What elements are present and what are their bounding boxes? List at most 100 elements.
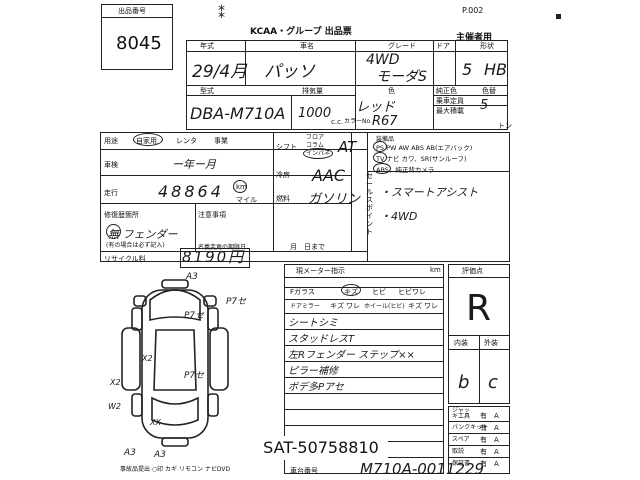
sales-point-1: ・スマートアシスト <box>380 186 479 199</box>
chassis-value: M710A-0011229 <box>360 460 485 478</box>
top-right-mark <box>556 14 561 19</box>
seating-value: 5 <box>480 98 489 113</box>
tool-opt-yes-4: 有 <box>480 448 487 456</box>
year-value: 29/4月 <box>192 62 248 82</box>
equipment-label: 装備品 <box>376 136 395 143</box>
glass-opt-crack2: ヒビワレ <box>398 288 426 296</box>
mirror-label: ドアミラー <box>290 303 320 310</box>
shift-opt-floor: フロア <box>306 134 325 141</box>
spare-label: スペア <box>452 436 470 443</box>
lot-label: 出品番号 <box>118 7 146 15</box>
shift-circle <box>303 148 333 159</box>
interior-value: b <box>458 372 470 393</box>
lot-number: 8045 <box>116 33 162 54</box>
grade-value-1: 4WD <box>366 52 400 68</box>
color-value: レッド <box>356 100 396 115</box>
repair-value: 無 フェンダー <box>108 228 178 241</box>
tool-opt-yes-1: 有 <box>480 412 487 420</box>
mark-p7se-1: P7セ <box>184 311 205 321</box>
glass-circle <box>341 284 361 296</box>
evaluation-box <box>448 264 510 404</box>
eval-label: 評価点 <box>462 267 483 275</box>
sat-code: SAT-50758810 <box>254 436 388 460</box>
tool-opt-a-3: A <box>494 436 499 444</box>
inspection-note-4: ピラー補修 <box>288 366 338 377</box>
tool-opt-a-2: A <box>494 424 499 432</box>
color-change-label: 色替 <box>482 87 496 95</box>
km-circle <box>233 180 247 193</box>
mark-p7se-3: P7セ <box>226 297 247 307</box>
model-label: 型式 <box>200 87 214 95</box>
equipment-circle-ps <box>373 141 387 152</box>
owner-label: 主催者用 <box>456 33 493 43</box>
cc-unit: c.c. <box>331 118 344 126</box>
mirror-opt-scratch: キズ <box>330 302 344 310</box>
grade-value-2: モーダS <box>376 69 427 85</box>
color-no-value: R67 <box>372 114 398 129</box>
tool-opt-a-5: A <box>494 460 499 468</box>
equipment-line-3: ABS、純正背カメラ <box>376 166 435 174</box>
inspection-note-1: シートシミ <box>288 318 338 329</box>
tool-opt-a-1: A <box>494 412 499 420</box>
mileage-value: 48864 <box>158 182 224 201</box>
inspection-note-5: ボデ多Pアセ <box>288 382 344 393</box>
doors-value: 5 <box>462 60 473 79</box>
notes-label: 注意事項 <box>198 211 226 219</box>
ac-value: AAC <box>312 166 346 185</box>
ac-label: 冷房 <box>276 171 290 179</box>
main-grid <box>186 40 508 130</box>
mark-w2: W2 <box>108 402 121 411</box>
mark-x2-2: X2 <box>142 354 153 363</box>
original-color-label: 純正色 <box>436 87 457 95</box>
mileage-label: 走行 <box>104 189 118 197</box>
mark-a3-1: A3 <box>186 272 198 282</box>
jack-label: ジャッキ工具 <box>452 407 471 420</box>
warranty-label: 保証書 <box>452 460 471 467</box>
repair-label: 修復歴箇所 <box>104 211 139 219</box>
grade-label: グレード <box>388 42 416 50</box>
wheel-label: ホイール(ヒビ) <box>364 303 405 310</box>
color-no-label: カラーNo. <box>344 118 372 125</box>
header-title: KCAA・グループ 出品票 <box>250 27 352 37</box>
recycle-label: リサイクル料 <box>104 255 146 263</box>
mark-a3-3: A3 <box>154 450 166 460</box>
meter-label: 現メーター指示 <box>296 267 345 275</box>
name-value: パッソ <box>264 62 315 82</box>
tool-opt-yes-2: 有 <box>480 424 487 432</box>
puncture-label: パンクキット <box>452 424 489 431</box>
equipment-circle-abs <box>373 163 391 174</box>
name-label: 車名 <box>300 42 314 50</box>
equipment-line-2: TV ナビ カワ、SR(サンルーフ) <box>376 155 467 163</box>
tool-opt-yes-5: 有 <box>480 460 487 468</box>
eval-score: R <box>466 288 492 329</box>
equipment-circle-tv <box>373 152 387 163</box>
wheel-opt-crack: ワレ <box>424 302 438 310</box>
shape-label: 形状 <box>480 42 494 50</box>
recycle-box <box>180 248 250 268</box>
usage-opt-business: 事業 <box>214 137 228 145</box>
recycle-value: 8190円 <box>182 248 246 266</box>
usage-label: 用途 <box>104 137 118 145</box>
model-value: DBA-M710A <box>190 104 286 123</box>
displacement-value: 1000 <box>298 106 332 121</box>
mile-label: マイル <box>236 196 257 204</box>
doors-label: ドア <box>436 42 450 50</box>
wheel-opt-scratch: キズ <box>408 302 422 310</box>
glass-opt-crack: ヒビ <box>372 288 386 296</box>
meter-km-unit: km <box>430 266 441 274</box>
equipment-line-1: PS PW AW ABS AB(エアバック) <box>376 144 473 152</box>
check-label: 車検 <box>104 161 118 169</box>
year-label: 年式 <box>200 42 214 50</box>
inspection-note-2: スタッドレスT <box>288 334 355 345</box>
fuel-value: ガソリン <box>308 192 361 207</box>
chassis-label: 車台番号 <box>290 467 318 475</box>
sales-point-2: ・4WD <box>380 210 418 223</box>
usage-opt-rental: レンタ <box>176 137 197 145</box>
seating-label: 乗車定員 <box>436 97 464 105</box>
usage-circle <box>133 133 163 146</box>
color-label: 色 <box>388 87 395 95</box>
page-number: P.002 <box>462 6 484 15</box>
diagram-legend: 事故品提出 ○印 カギ リモコン ナビDVD <box>120 466 231 473</box>
notice-value: 月 日まで <box>290 243 325 251</box>
middle-grid <box>100 132 510 262</box>
